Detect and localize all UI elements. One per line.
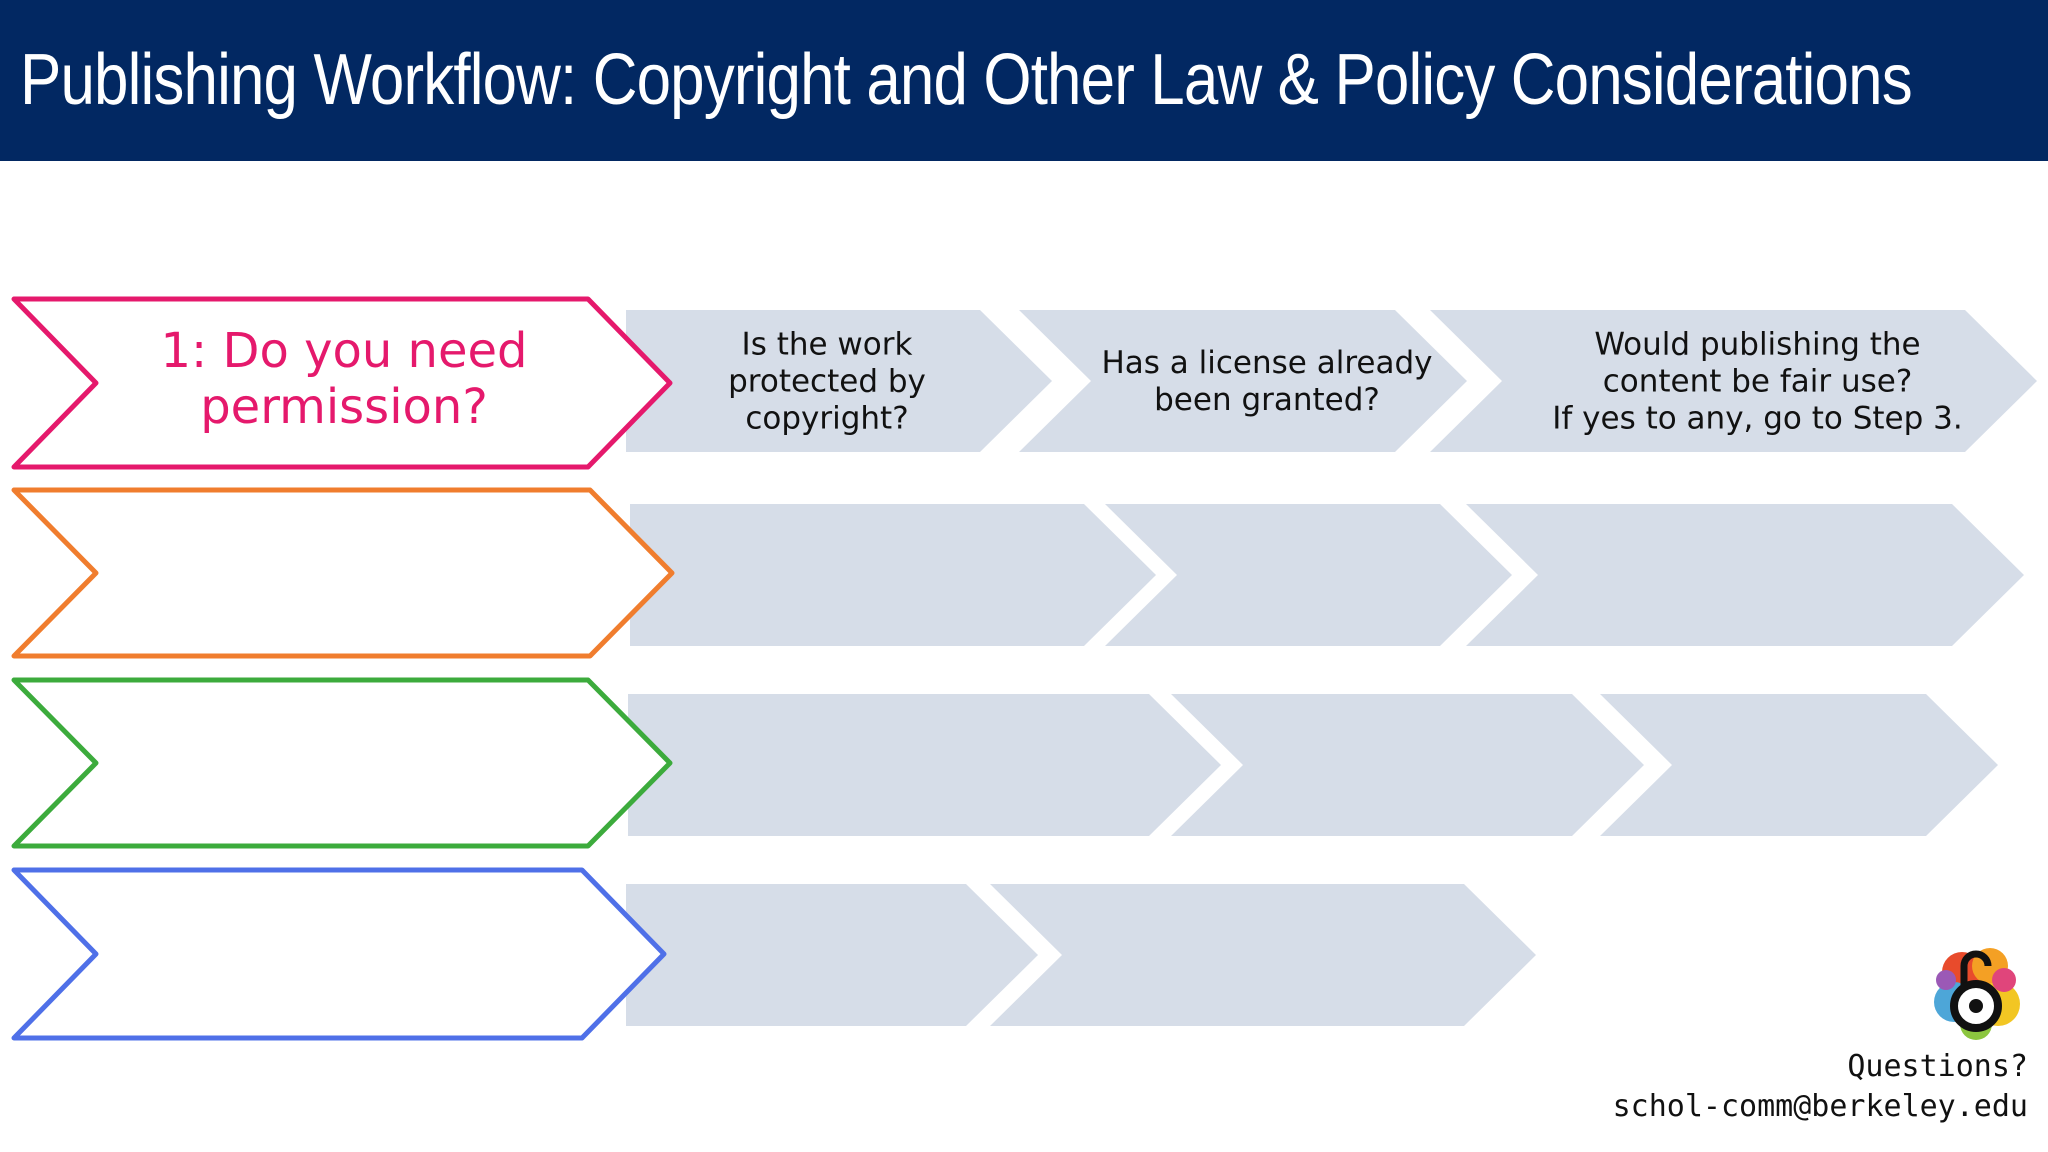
step-4-arrow	[11, 867, 667, 1041]
questions-label: Questions?	[1847, 1049, 2028, 1084]
row-1-chevron-3-text-line-1: Would publishing the	[1594, 327, 1920, 363]
row-4-chevron-2	[990, 884, 1536, 1026]
step-1-label-line-2: permission?	[200, 379, 488, 435]
row-2-chevron-2	[1105, 504, 1512, 646]
row-1-chevron-2	[1019, 310, 1467, 452]
row-3-chevron-2	[1171, 694, 1644, 836]
row-1-chevron-3	[1430, 310, 2037, 452]
step-3-arrow	[11, 677, 673, 849]
step-1-label-line-1: 1: Do you need	[161, 323, 528, 379]
row-1-chevron-1-text-line-1: Is the work	[742, 327, 913, 363]
row-2-chevron-1	[630, 504, 1156, 646]
row-3-chevron-3	[1600, 694, 1998, 836]
row-1-chevron-1-text-line-2: protected by	[728, 364, 926, 400]
workflow-row-2	[11, 487, 2024, 659]
step-2-arrow	[11, 487, 675, 659]
workflow-row-4	[11, 867, 1536, 1041]
row-1-chevron-2-text-line-1: Has a license already	[1102, 345, 1433, 381]
page-title: Publishing Workflow: Copyright and Other…	[20, 40, 1913, 120]
row-2-chevron-3	[1466, 504, 2024, 646]
row-4-chevron-1	[626, 884, 1038, 1026]
contact-block: Questions? schol-comm@berkeley.edu	[1613, 1047, 2028, 1127]
row-1-chevron-1-text-line-3: copyright?	[745, 401, 908, 437]
row-1-chevron-2-text-line-2: been granted?	[1154, 382, 1380, 418]
row-1-chevron-1	[626, 310, 1052, 452]
contact-email: schol-comm@berkeley.edu	[1612, 1089, 2028, 1124]
row-3-chevron-1	[628, 694, 1221, 836]
row-1-chevron-3-text-line-3: If yes to any, go to Step 3.	[1552, 401, 1963, 437]
row-1-chevron-3-text-line-2: content be fair use?	[1603, 364, 1913, 400]
title-bar: Publishing Workflow: Copyright and Other…	[0, 0, 2048, 161]
step-1-arrow	[11, 296, 673, 470]
workflow-row-3	[11, 677, 1998, 849]
open-access-lock-icon	[1934, 948, 2020, 1040]
